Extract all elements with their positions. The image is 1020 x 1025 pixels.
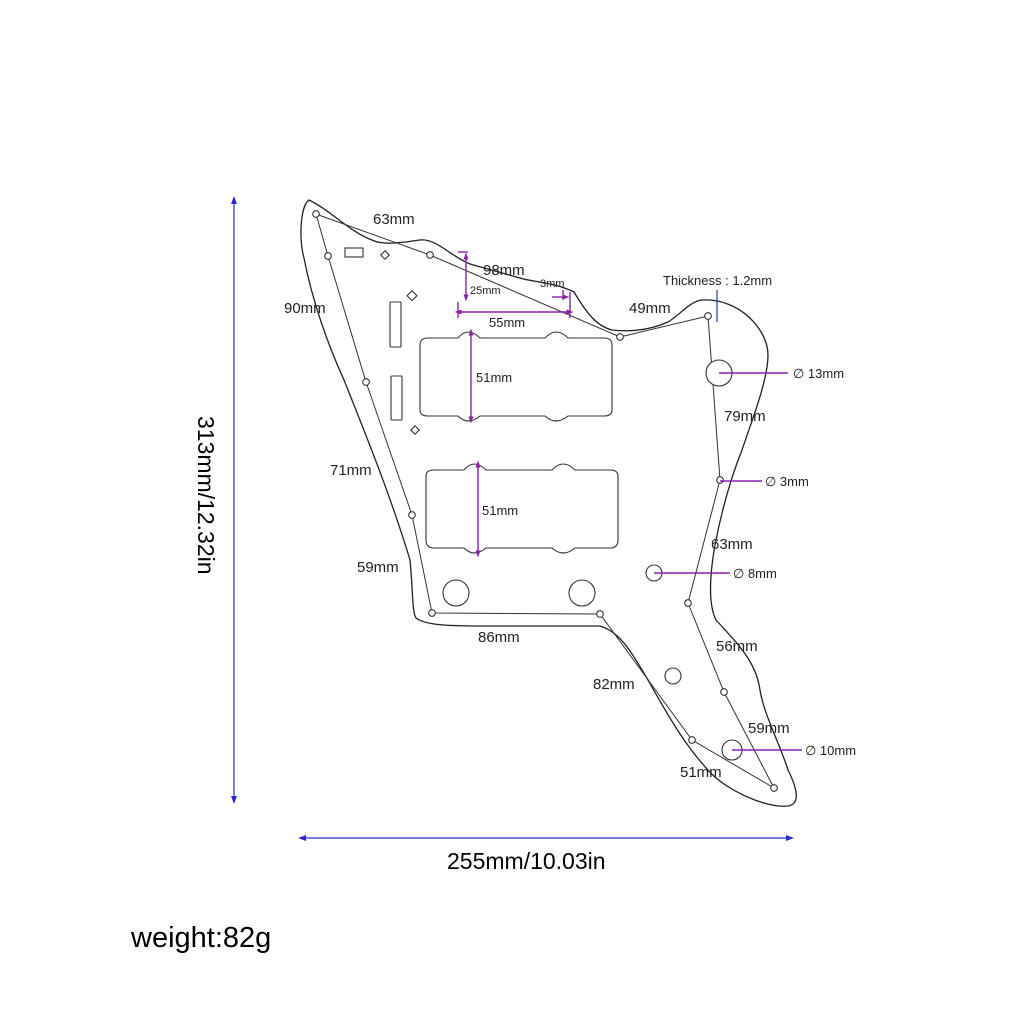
label-horn-inner-edge: 59mm bbox=[748, 720, 790, 737]
label-slot-height: 25mm bbox=[470, 285, 501, 297]
screw-hole bbox=[428, 609, 436, 617]
control-hole-right bbox=[568, 579, 596, 607]
switch-slot-upper bbox=[389, 301, 402, 348]
screw-hole bbox=[716, 476, 724, 484]
label-top-middle-edge: 98mm bbox=[483, 262, 525, 279]
screw-hole bbox=[720, 688, 728, 696]
small-slot bbox=[344, 247, 364, 258]
label-slot-width: 55mm bbox=[489, 315, 525, 330]
screw-hole bbox=[688, 736, 696, 744]
control-hole-left bbox=[442, 579, 470, 607]
label-overall-width: 255mm/10.03in bbox=[447, 848, 606, 874]
weight-label: weight:82g bbox=[131, 922, 272, 954]
label-bottom-edge: 86mm bbox=[478, 629, 520, 646]
label-bridge-pickup-height: 51mm bbox=[482, 503, 518, 518]
screw-hole bbox=[616, 333, 624, 341]
label-left-lower-edge: 59mm bbox=[357, 559, 399, 576]
small-square-hole bbox=[379, 249, 391, 261]
label-left-upper-edge: 90mm bbox=[284, 300, 326, 317]
label-small-step: 3mm bbox=[540, 278, 564, 290]
label-neck-pickup-height: 51mm bbox=[476, 370, 512, 385]
hole-lower bbox=[664, 667, 682, 685]
label-overall-height: 313mm/12.32in bbox=[193, 416, 219, 575]
bridge-pickup-cutout bbox=[425, 463, 619, 554]
label-hole-8: ∅ 8mm bbox=[733, 566, 777, 581]
label-hole-3: ∅ 3mm bbox=[765, 474, 809, 489]
pickguard-outline bbox=[300, 199, 797, 807]
label-hole-10: ∅ 10mm bbox=[805, 743, 856, 758]
screw-hole bbox=[312, 210, 320, 218]
small-square-hole bbox=[409, 424, 421, 436]
label-left-middle-edge: 71mm bbox=[330, 462, 372, 479]
screw-hole bbox=[426, 251, 434, 259]
screw-hole bbox=[596, 610, 604, 618]
neck-pickup-cutout bbox=[419, 331, 613, 422]
label-right-upper-edge: 79mm bbox=[724, 408, 766, 425]
label-horn-bottom-edge: 51mm bbox=[680, 764, 722, 781]
screw-hole bbox=[770, 784, 778, 792]
label-lower-diagonal-edge: 82mm bbox=[593, 676, 635, 693]
label-top-right-edge: 49mm bbox=[629, 300, 671, 317]
label-top-left-edge: 63mm bbox=[373, 211, 415, 228]
small-square-hole bbox=[406, 289, 418, 302]
screw-hole bbox=[408, 511, 416, 519]
screw-hole bbox=[704, 312, 712, 320]
screw-hole bbox=[324, 252, 332, 260]
screw-hole bbox=[684, 599, 692, 607]
label-thickness: Thickness : 1.2mm bbox=[663, 273, 772, 288]
label-right-lower-edge: 56mm bbox=[716, 638, 758, 655]
label-right-middle-edge: 63mm bbox=[711, 536, 753, 553]
label-hole-13: ∅ 13mm bbox=[793, 366, 844, 381]
screw-hole bbox=[362, 378, 370, 386]
switch-slot-lower bbox=[390, 375, 403, 421]
